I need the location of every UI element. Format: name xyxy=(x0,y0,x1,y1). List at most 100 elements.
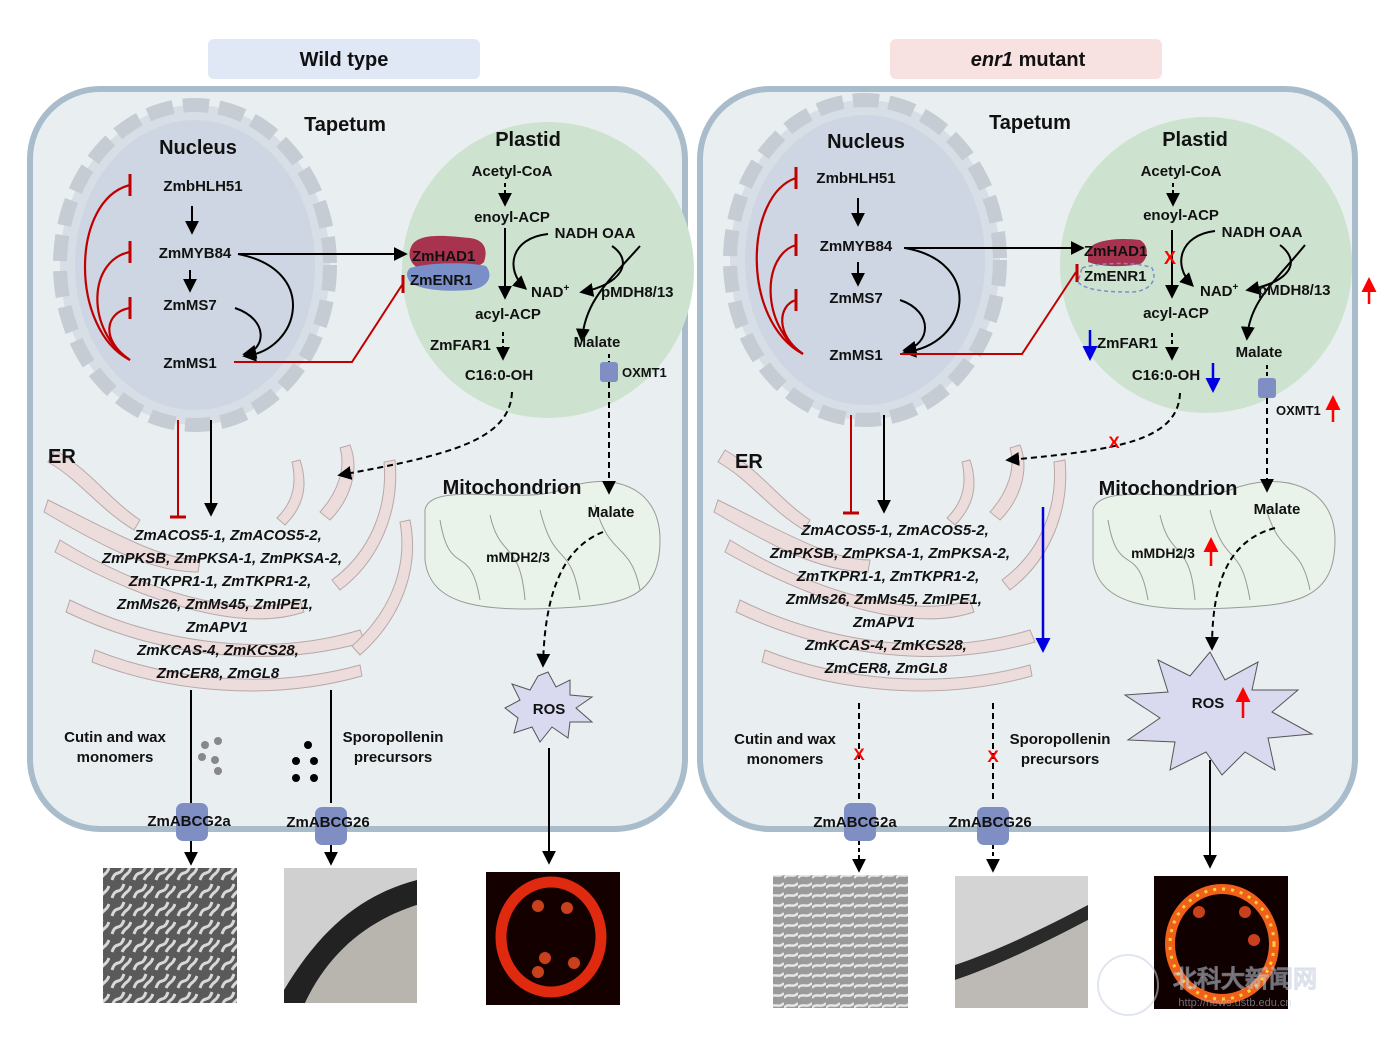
mmdh2-3: mMDH2/3 xyxy=(486,549,550,565)
acetyl-coa: Acetyl-CoA xyxy=(472,163,553,180)
panel-enr1-mutant: enr1 mutant Tapetum Nucleus ZmbHLH51 ZmM… xyxy=(697,39,1377,1009)
malate-mito: Malate xyxy=(588,504,635,521)
mutant-ros-fluorescence-image xyxy=(1154,876,1288,1009)
tapetum-label: Tapetum xyxy=(989,112,1071,134)
zmabcg2a-label: ZmABCG2a xyxy=(813,814,897,831)
ros-burst xyxy=(504,671,594,743)
panel-wild-type: Wild type Tapetum Nucleus ZmbHLH51 ZmMYB… xyxy=(27,39,694,1005)
plastid-title: Plastid xyxy=(495,129,561,151)
zmfar1: ZmFAR1 xyxy=(1097,335,1158,352)
wild-type-header: Wild type xyxy=(300,49,389,71)
nucleus-title: Nucleus xyxy=(827,131,905,153)
myb84-to-ms1-arrow xyxy=(237,253,294,362)
zmenr1-label: ZmENR1 xyxy=(410,272,473,289)
sporopollenin-label-2: precursors xyxy=(1021,751,1099,768)
wild-type-header-box xyxy=(208,39,480,79)
gene-zmms1: ZmMS1 xyxy=(163,355,216,372)
er-gene-line: ZmMs26, ZmMs45, ZmIPE1, xyxy=(785,591,982,608)
zmenr1-absent-outline xyxy=(1077,262,1155,293)
oxmt1-label: OXMT1 xyxy=(622,365,667,380)
acetyl-coa: Acetyl-CoA xyxy=(1141,163,1222,180)
cutin-wax-label-1: Cutin and wax xyxy=(734,731,836,748)
endoplasmic-reticulum: ER ZmACOS5-1, ZmACOS5-2, ZmPKSB, ZmPKSA-… xyxy=(43,444,414,692)
blocked-x-enr1-reaction: X xyxy=(1164,248,1176,268)
malate-mito: Malate xyxy=(1254,501,1301,518)
zmfar1: ZmFAR1 xyxy=(430,337,491,354)
sporopollenin-dots xyxy=(292,741,318,782)
zmabcg26-label: ZmABCG26 xyxy=(286,814,369,831)
er-gene-line: ZmACOS5-1, ZmACOS5-2, xyxy=(133,527,322,544)
zmhad1-protein xyxy=(409,235,486,270)
oxmt1-label: OXMT1 xyxy=(1276,403,1321,418)
sporopollenin-label-2: precursors xyxy=(354,749,432,766)
blocked-x-cutin: X xyxy=(853,745,865,764)
watermark-url: http://news.ustb.edu.cn xyxy=(1178,997,1291,1009)
er-gene-line: ZmAPV1 xyxy=(852,614,915,631)
nadh-oaa: NADH OAA xyxy=(1222,224,1303,241)
cutin-wax-label-2: monomers xyxy=(747,751,824,768)
mitochondrion-title: Mitochondrion xyxy=(1099,478,1238,500)
wt-cuticle-sem-image xyxy=(103,868,237,1003)
nucleus: Nucleus ZmbHLH51 ZmMYB84 ZmMS7 ZmMS1 xyxy=(53,98,337,432)
er-gene-line: ZmAPV1 xyxy=(185,619,248,636)
pmdh8-13: pMDH8/13 xyxy=(601,284,674,301)
oxmt1-transporter xyxy=(600,362,618,382)
mutant-cuticle-sem-image xyxy=(773,875,908,1008)
mitochondrion-title: Mitochondrion xyxy=(443,477,582,499)
enoyl-acp: enoyl-ACP xyxy=(1143,207,1219,224)
watermark-text: 北科大新闻网 xyxy=(1173,965,1317,993)
zmabcg26-label: ZmABCG26 xyxy=(948,814,1031,831)
plastid: Plastid Acetyl-CoA enoyl-ACP NADH OAA NA… xyxy=(402,122,694,418)
er-gene-line: ZmACOS5-1, ZmACOS5-2, xyxy=(800,522,989,539)
plastid-title: Plastid xyxy=(1162,129,1228,151)
malate-plastid: Malate xyxy=(1236,344,1283,361)
er-gene-line: ZmKCAS-4, ZmKCS28, xyxy=(804,637,967,654)
er-gene-line: ZmCER8, ZmGL8 xyxy=(156,665,280,682)
malate-plastid: Malate xyxy=(574,334,621,351)
mutant-pollen-wall-tem-image xyxy=(955,876,1088,1008)
repression-ms1-bhlh51 xyxy=(84,183,131,361)
er-title: ER xyxy=(735,451,763,473)
er-gene-line: ZmPKSB, ZmPKSA-1, ZmPKSA-2, xyxy=(101,550,342,567)
cutin-wax-label-1: Cutin and wax xyxy=(64,729,166,746)
er-gene-line: ZmTKPR1-1, ZmTKPR1-2, xyxy=(796,568,980,585)
plastid: Plastid Acetyl-CoA enoyl-ACP NADH OAA X … xyxy=(1060,117,1377,422)
oxmt1-transporter xyxy=(1258,378,1276,398)
zmabcg2a-transporter xyxy=(844,803,876,841)
c16-0-oh: C16:0-OH xyxy=(465,367,533,384)
er-gene-line: ZmTKPR1-1, ZmTKPR1-2, xyxy=(128,573,312,590)
zmhad1-label: ZmHAD1 xyxy=(1084,243,1147,260)
wt-ros-fluorescence-image xyxy=(486,872,620,1005)
acyl-acp: acyl-ACP xyxy=(475,306,541,323)
ms7-to-ms1-arrow xyxy=(234,307,262,359)
mutant-header: enr1 mutant xyxy=(971,49,1086,71)
gene-zmms7: ZmMS7 xyxy=(163,297,216,314)
mmdh2-3: mMDH2/3 xyxy=(1131,545,1195,561)
er-title: ER xyxy=(48,446,76,468)
repression-ms1-ms7 xyxy=(108,306,131,361)
ros-label: ROS xyxy=(1192,695,1225,712)
er-gene-line: ZmKCAS-4, ZmKCS28, xyxy=(136,642,299,659)
mitochondrion: Mitochondrion Malate mMDH2/3 xyxy=(424,477,661,610)
gene-zmms1: ZmMS1 xyxy=(829,347,882,364)
gene-zmmyb84: ZmMYB84 xyxy=(820,238,893,255)
er-gene-line: ZmCER8, ZmGL8 xyxy=(824,660,948,677)
sporopollenin-label-1: Sporopollenin xyxy=(343,729,444,746)
zmabcg2a-transporter xyxy=(176,803,208,841)
gene-zmmyb84: ZmMYB84 xyxy=(159,245,232,262)
zmabcg26-transporter xyxy=(977,807,1009,845)
gene-zmbhlh51: ZmbHLH51 xyxy=(163,178,242,195)
tapetum-label: Tapetum xyxy=(304,114,386,136)
sporopollenin-label-1: Sporopollenin xyxy=(1010,731,1111,748)
nad-plus: NAD+ xyxy=(531,283,570,301)
zmabcg26-transporter xyxy=(315,807,347,845)
zmhad1-protein xyxy=(1088,239,1147,267)
ros-burst xyxy=(1123,651,1314,776)
zmabcg2a-label: ZmABCG2a xyxy=(147,813,231,830)
cutin-monomer-dots xyxy=(198,737,222,775)
gene-zmms7: ZmMS7 xyxy=(829,290,882,307)
cutin-wax-label-2: monomers xyxy=(77,749,154,766)
zmenr1-protein xyxy=(407,263,490,291)
c16-to-er-arrow-blocked xyxy=(1005,392,1181,466)
